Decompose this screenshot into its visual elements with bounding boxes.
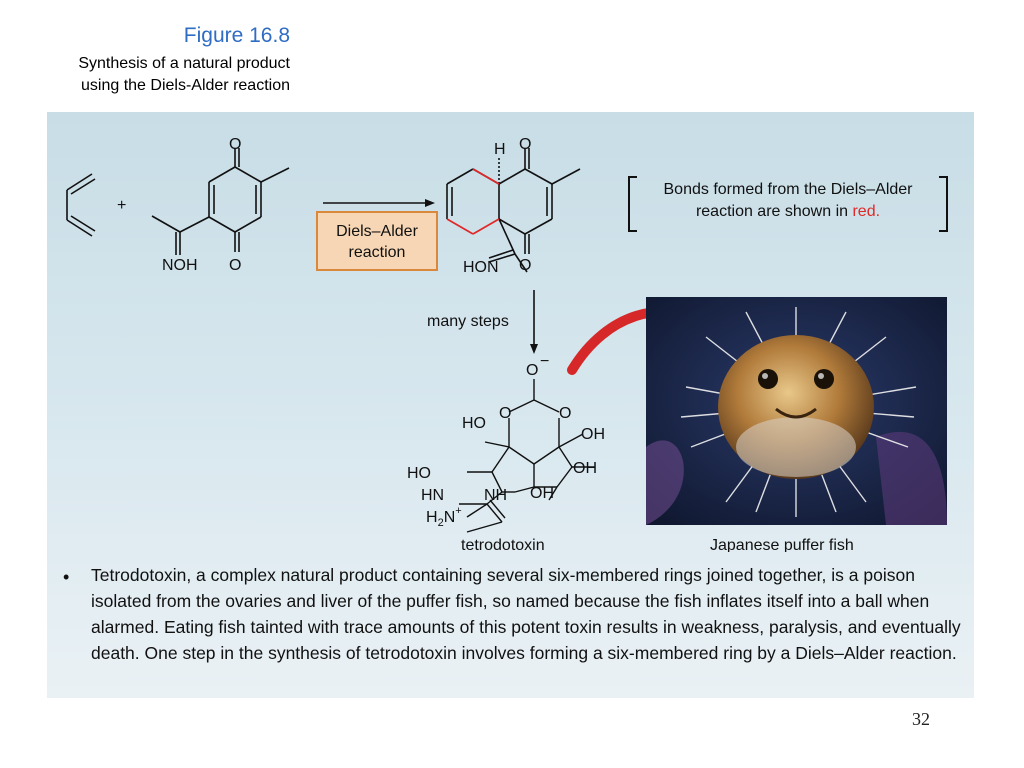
product-structure bbox=[446, 148, 581, 273]
figure-panel: + O O NOH O O H HON many steps O − O O H… bbox=[47, 112, 974, 698]
right-bracket bbox=[939, 176, 948, 232]
ttx-oh-3: OH bbox=[530, 485, 554, 502]
quinone-structure bbox=[151, 148, 290, 255]
bonds-note-line-1: Bonds formed from the Diels–Alder bbox=[663, 181, 913, 198]
reaction-arrowhead bbox=[425, 199, 435, 207]
ttx-h2n-label: H2N+ bbox=[426, 505, 462, 529]
tetrodotoxin-structure bbox=[459, 379, 595, 533]
puffer-fish-caption: Japanese puffer fish bbox=[710, 537, 854, 552]
ttx-charge-minus: − bbox=[540, 353, 549, 370]
ttx-hn: HN bbox=[421, 487, 444, 504]
red-bonds bbox=[446, 168, 500, 235]
bonds-note-line-2: reaction are shown in red. bbox=[640, 201, 936, 223]
many-steps-label: many steps bbox=[427, 313, 509, 330]
reaction-box-line-1: Diels–Alder bbox=[336, 223, 418, 240]
reactant-noh-label: NOH bbox=[162, 257, 198, 274]
bonds-note-text: Bonds formed from the Diels–Alder reacti… bbox=[640, 179, 936, 223]
ttx-h2n-n: N bbox=[444, 509, 456, 526]
reaction-box-line-2: reaction bbox=[348, 244, 406, 261]
ttx-h2n-sub: 2 bbox=[438, 517, 444, 529]
ttx-ho-1: HO bbox=[462, 415, 486, 432]
bullet-marker: • bbox=[63, 567, 70, 587]
body-paragraph: Tetrodotoxin, a complex natural product … bbox=[91, 565, 961, 663]
many-steps-arrowhead bbox=[530, 344, 538, 354]
product-o-bottom-label: O bbox=[519, 257, 531, 274]
reactant-o-top-label: O bbox=[229, 136, 241, 153]
red-bond-lower-right bbox=[472, 218, 500, 235]
figure-caption: Synthesis of a natural product using the… bbox=[78, 53, 290, 97]
puffer-fish-photo bbox=[646, 297, 947, 525]
caption-line-1: Synthesis of a natural product bbox=[78, 55, 290, 72]
ttx-o-minus-label: O bbox=[526, 362, 538, 379]
ttx-oh-1: OH bbox=[581, 426, 605, 443]
left-bracket bbox=[628, 176, 637, 232]
red-bond-top bbox=[472, 168, 500, 185]
product-h-label: H bbox=[494, 141, 506, 158]
ttx-oh-2: OH bbox=[573, 460, 597, 477]
figure-number: Figure 16.8 bbox=[183, 24, 290, 47]
reactant-o-bottom-label: O bbox=[229, 257, 241, 274]
ttx-ring-o-right: O bbox=[559, 405, 571, 422]
product-o-top-label: O bbox=[519, 136, 531, 153]
bonds-note-red-word: red. bbox=[852, 203, 881, 220]
plus-sign: + bbox=[117, 197, 126, 214]
ttx-nh: NH bbox=[484, 487, 507, 504]
diels-alder-reaction-box: Diels–Alder reaction bbox=[316, 211, 438, 271]
caption-line-2: using the Diels-Alder reaction bbox=[81, 77, 290, 94]
tetrodotoxin-label: tetrodotoxin bbox=[461, 537, 545, 552]
ttx-h2n-h: H bbox=[426, 509, 438, 526]
page-number: 32 bbox=[912, 709, 930, 729]
ttx-h2n-plus: + bbox=[455, 505, 461, 517]
bonds-note-line-2-text: reaction are shown in bbox=[695, 203, 853, 220]
bonds-note: Bonds formed from the Diels–Alder reacti… bbox=[628, 176, 948, 232]
ttx-ring-o-left: O bbox=[499, 405, 511, 422]
butadiene-structure bbox=[66, 173, 96, 237]
red-bond-lower bbox=[446, 218, 474, 235]
ttx-ho-2: HO bbox=[407, 465, 431, 482]
product-hon-label: HON bbox=[463, 259, 499, 276]
